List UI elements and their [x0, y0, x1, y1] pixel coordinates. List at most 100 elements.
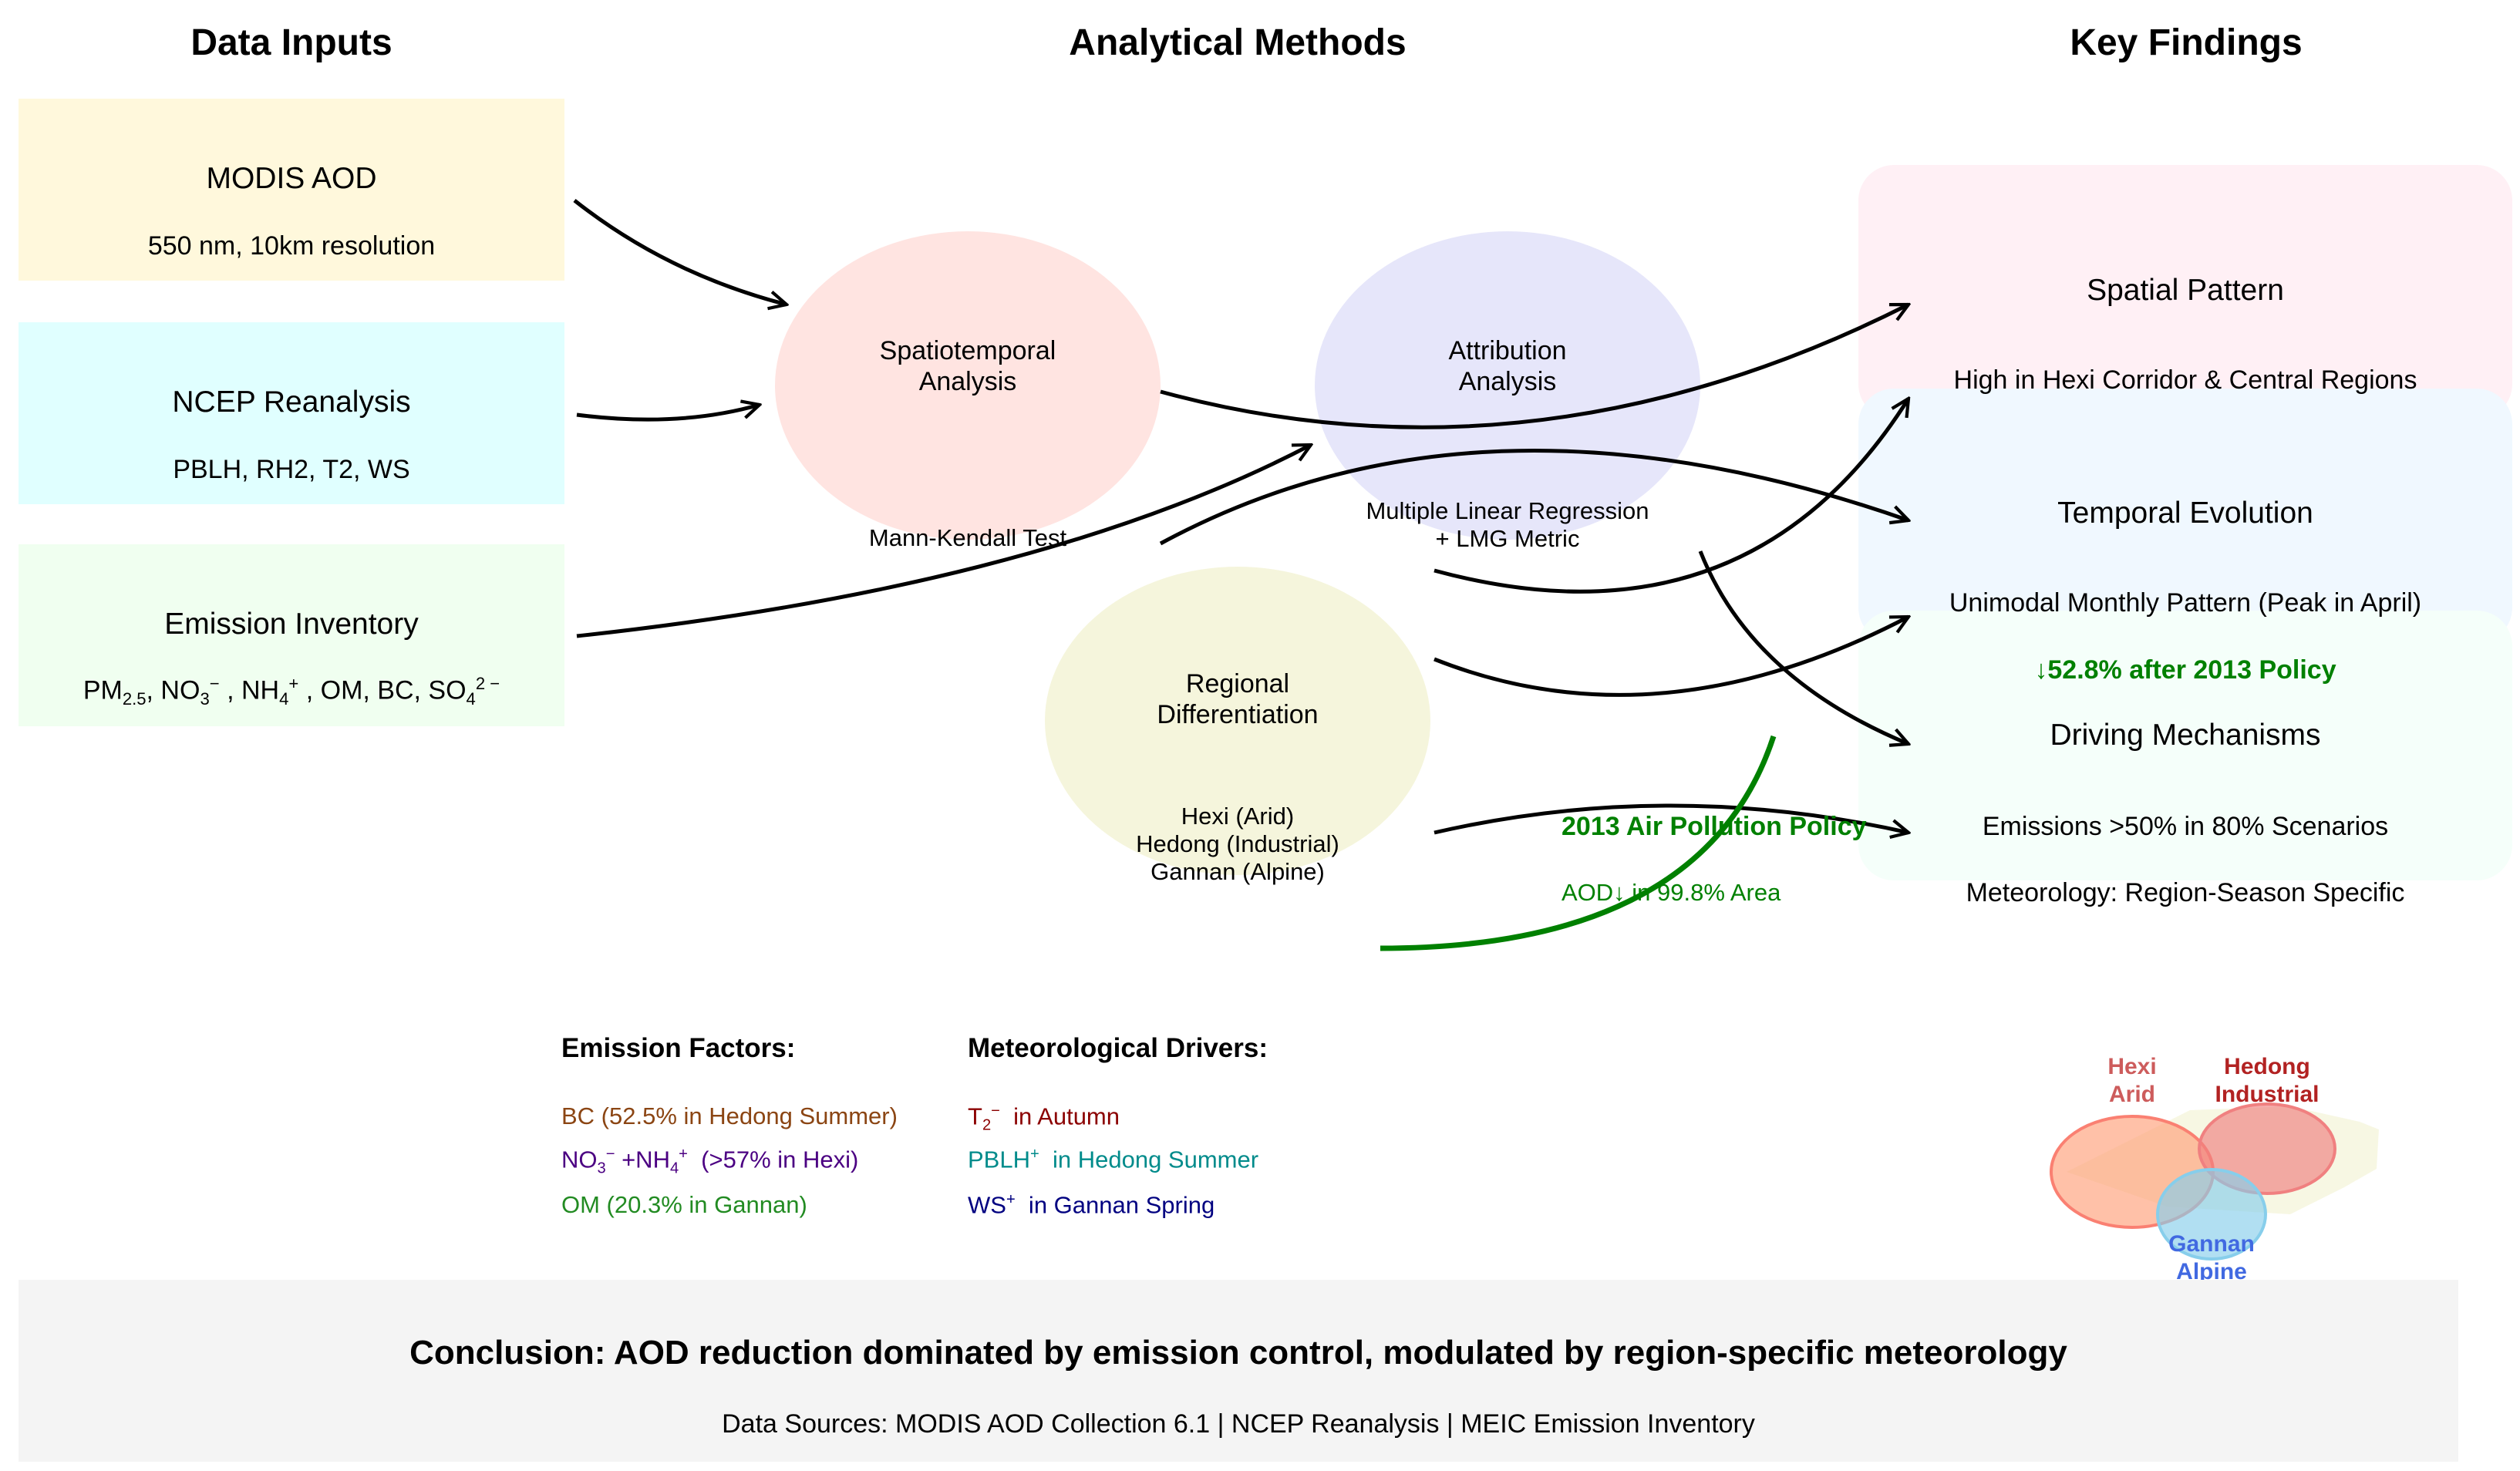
species-text: +NH [615, 1146, 670, 1173]
method-title: Attribution Analysis [1353, 335, 1662, 397]
driver-superscript: + [1006, 1191, 1016, 1208]
method-detail: Mann-Kendall Test [775, 524, 1161, 552]
finding-temporal-evolution [1858, 389, 2512, 643]
species-subscript: 2.5 [122, 689, 147, 709]
finding-title: Driving Mechanisms [2050, 719, 2321, 752]
method-title-line: Differentiation [1157, 700, 1319, 729]
input-title: NCEP Reanalysis [172, 385, 411, 419]
region-schematic: Hexi Arid Hedong Industrial Gannan Alpin… [2050, 1054, 2379, 1284]
met-driver-item: T2− in Autumn [968, 1102, 1120, 1135]
arrow-attribution-to-spatial [1434, 399, 1909, 594]
arrow-spatiotemporal-to-temporal [1159, 449, 1909, 546]
arrow-attribution-to-driving [1698, 550, 1909, 744]
method-title: Regional Differentiation [1083, 668, 1392, 730]
method-detail: Multiple Linear Regression + LMG Metric [1315, 497, 1700, 553]
header-data-inputs: Data Inputs [190, 22, 392, 63]
method-detail-line: Multiple Linear Regression [1366, 497, 1649, 524]
header-analytical-methods: Analytical Methods [1069, 22, 1407, 63]
hexi-label-line2: Arid [2109, 1082, 2155, 1107]
species-text: (>57% in Hexi) [687, 1146, 859, 1173]
finding-highlight: ↓52.8% after 2013 Policy [2034, 655, 2336, 685]
driver-text: in Autumn [999, 1102, 1120, 1130]
met-driver-item: WS+ in Gannan Spring [968, 1191, 1215, 1219]
method-regional-differentiation [1045, 567, 1430, 875]
method-title-line: Spatiotemporal [879, 336, 1056, 365]
method-title-line: Analysis [918, 367, 1017, 396]
species-subscript: 3 [597, 1160, 606, 1177]
gannan-label-line1: Gannan [2168, 1231, 2255, 1257]
arrow-modis-to-spatiotemporal [573, 199, 787, 305]
driver-text: in Hedong Summer [1039, 1146, 1259, 1173]
finding-detail: Emissions >50% in 80% Scenarios [1982, 812, 2389, 841]
emission-factor-item: OM (20.3% in Gannan) [561, 1191, 807, 1218]
method-attribution-analysis [1315, 231, 1700, 540]
hedong-region-ellipse [2198, 1102, 2336, 1195]
finding-driving-mechanisms [1858, 611, 2512, 880]
hexi-label-line1: Hexi [2107, 1054, 2156, 1079]
species-text: , NO [146, 675, 200, 705]
header-key-findings: Key Findings [2070, 22, 2303, 63]
method-title-line: Regional [1185, 669, 1290, 698]
driver-superscript: − [991, 1102, 1000, 1119]
species-superscript: 2 − [475, 674, 500, 693]
input-subtitle: PM2.5, NO3− , NH4+ , OM, BC, SO42 − [19, 674, 564, 709]
emission-factor-item: NO3− +NH4+ (>57% in Hexi) [561, 1146, 858, 1178]
driver-superscript: + [1029, 1146, 1039, 1163]
policy-title: 2013 Air Pollution Policy [1562, 812, 1867, 841]
policy-effect: AOD↓ in 99.8% Area [1562, 879, 1781, 906]
species-subscript: 3 [200, 689, 210, 709]
hedong-label-line2: Industrial [2215, 1082, 2319, 1107]
species-text: PM [83, 675, 123, 705]
data-sources: Data Sources: MODIS AOD Collection 6.1 |… [722, 1409, 1755, 1439]
driver-text: WS [968, 1191, 1006, 1219]
finding-title: Temporal Evolution [2057, 497, 2313, 530]
conclusion-banner: Conclusion: AOD reduction dominated by e… [19, 1280, 2458, 1462]
method-detail: Hexi (Arid) Hedong (Industrial) Gannan (… [1045, 803, 1430, 886]
method-detail-line: Hedong (Industrial) [1136, 830, 1339, 857]
species-subscript: 4 [669, 1160, 679, 1177]
species-subscript: 4 [279, 689, 289, 709]
species-superscript: + [679, 1146, 688, 1163]
species-superscript: − [605, 1146, 615, 1163]
driver-text: PBLH [968, 1146, 1030, 1173]
method-title: Spatiotemporal Analysis [814, 335, 1122, 397]
driver-text: T [968, 1102, 982, 1130]
finding-detail: Unimodal Monthly Pattern (Peak in April) [1949, 588, 2422, 618]
input-title: Emission Inventory [164, 608, 419, 641]
finding-spatial-pattern [1858, 165, 2512, 419]
species-text: NO [561, 1146, 598, 1173]
conclusion-text: Conclusion: AOD reduction dominated by e… [409, 1334, 2067, 1372]
gannan-region-ellipse [2156, 1168, 2267, 1261]
input-subtitle: 550 nm, 10km resolution [147, 231, 436, 261]
method-detail-line: + LMG Metric [1435, 525, 1580, 552]
arrow-regional-to-driving [1434, 803, 1909, 833]
input-ncep-reanalysis: NCEP Reanalysis PBLH, RH2, T2, WS [19, 322, 564, 504]
finding-detail-secondary: Meteorology: Region-Season Specific [1966, 878, 2405, 907]
species-text: , NH [219, 675, 280, 705]
finding-title: Spatial Pattern [2087, 274, 2284, 307]
arrow-spatiotemporal-to-spatial [1160, 302, 1909, 429]
finding-detail: High in Hexi Corridor & Central Regions [1953, 365, 2417, 395]
species-text: , OM, BC, SO [298, 675, 467, 705]
driver-subscript: 2 [982, 1116, 992, 1134]
hedong-label-line1: Hedong [2224, 1054, 2310, 1079]
method-detail-line: Mann-Kendall Test [868, 524, 1067, 551]
input-modis-aod: MODIS AOD 550 nm, 10km resolution [19, 99, 564, 281]
species-subscript: 4 [466, 689, 476, 709]
arrow-ncep-to-spatiotemporal [576, 405, 760, 422]
met-driver-item: PBLH+ in Hedong Summer [968, 1146, 1258, 1173]
arrow-policy-effect [1380, 735, 1777, 951]
driver-text: in Gannan Spring [1015, 1191, 1215, 1219]
species-superscript: + [288, 674, 299, 693]
arrow-regional-to-temporal [1434, 614, 1909, 697]
method-title-line: Attribution [1448, 336, 1567, 365]
met-drivers-heading: Meteorological Drivers: [968, 1033, 1268, 1063]
method-title-line: Analysis [1458, 367, 1557, 396]
arrow-emission-to-attribution [576, 443, 1311, 638]
species-superscript: − [209, 674, 220, 693]
method-detail-line: Gannan (Alpine) [1151, 858, 1325, 885]
method-spatiotemporal-analysis [775, 231, 1161, 540]
emission-factors-heading: Emission Factors: [561, 1033, 796, 1063]
